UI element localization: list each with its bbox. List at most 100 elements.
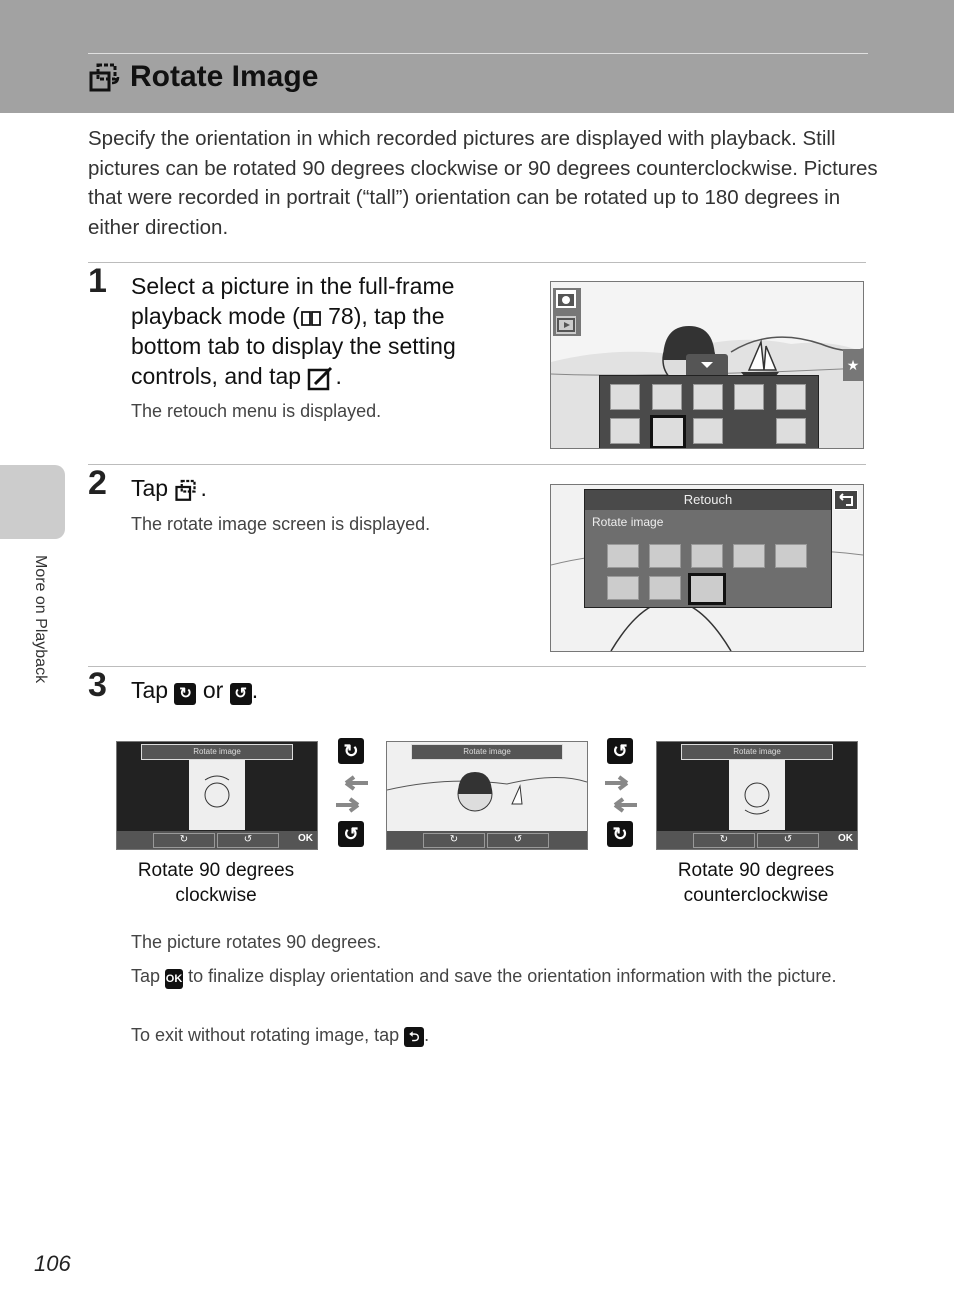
step-number: 2	[88, 464, 107, 502]
step1-line4a: controls, and tap	[131, 363, 302, 389]
screen-title: Rotate image	[681, 744, 833, 760]
slide-show-icon[interactable]	[693, 384, 723, 410]
rotate-counterclockwise-icon: ↺	[607, 738, 633, 764]
perspective-control-icon[interactable]	[733, 544, 765, 568]
protect-key-icon[interactable]	[734, 384, 764, 410]
divider	[88, 464, 866, 465]
rotate-clockwise-button[interactable]: ↻	[423, 833, 485, 848]
voice-memo-icon[interactable]	[693, 418, 723, 444]
ok-button[interactable]: OK	[838, 833, 853, 844]
glamour-retouch-icon[interactable]	[607, 576, 639, 600]
header-rule	[88, 53, 868, 54]
chapter-label: More on Playback	[32, 555, 49, 684]
note3-start: To exit without rotating image, tap	[131, 1025, 400, 1045]
setup-wrench-icon[interactable]	[776, 418, 806, 444]
rotated-photo	[729, 760, 785, 830]
rotate-counterclockwise-button[interactable]: ↺	[217, 833, 279, 848]
back-return-icon[interactable]	[834, 490, 858, 510]
caption-clockwise: Rotate 90 degrees clockwise	[116, 858, 316, 908]
rotate-counterclockwise-button[interactable]: ↺	[487, 833, 549, 848]
transition-arrows-icon	[336, 775, 368, 813]
rotate-clockwise-button[interactable]: ↻	[693, 833, 755, 848]
note3-end: .	[424, 1025, 430, 1045]
step1-line2: playback mode ( 78), tap the	[131, 301, 531, 331]
camera-mode-icon[interactable]	[556, 290, 576, 308]
rotate-clockwise-icon: ↻	[607, 821, 633, 847]
intro-paragraph: Specify the orientation in which recorde…	[88, 127, 878, 239]
screen-title: Rotate image	[141, 744, 293, 760]
caption-line: Rotate 90 degrees	[677, 860, 835, 881]
screen-rotated-clockwise: Rotate image ↻ ↺ OK	[116, 741, 318, 850]
caption-line: Rotate 90 degrees	[137, 860, 295, 881]
step1-note: The retouch menu is displayed.	[131, 401, 382, 421]
ok-button[interactable]: OK	[298, 833, 313, 844]
favorite-tab-icon[interactable]: ★	[843, 349, 863, 381]
rotate-image-button-selected[interactable]	[688, 573, 726, 605]
step2-tap: Tap	[131, 475, 169, 501]
note2-start: Tap	[131, 966, 161, 986]
step1-line1: Select a picture in the full-frame	[131, 273, 455, 299]
rotate-clockwise-icon: ↻	[174, 683, 197, 705]
caption-line: clockwise	[175, 885, 257, 906]
control-bar: ↻ ↺ OK	[117, 831, 317, 849]
chapter-tab	[0, 465, 65, 539]
step2-note: The rotate image screen is displayed.	[131, 514, 431, 534]
small-picture-icon[interactable]	[649, 576, 681, 600]
caption-line: counterclockwise	[683, 885, 829, 906]
back-return-icon: ⮌	[404, 1027, 425, 1047]
filter-effects-icon[interactable]	[775, 544, 807, 568]
step-number: 3	[88, 666, 107, 704]
step3-period: .	[251, 677, 259, 703]
menu-title: Retouch	[585, 490, 831, 510]
d-lighting-icon[interactable]	[649, 544, 681, 568]
retouch-menu-panel: Retouch Rotate image	[584, 489, 832, 608]
rotated-photo	[189, 760, 245, 830]
divider	[88, 262, 866, 263]
retouch-button-selected[interactable]	[650, 415, 686, 448]
paint-pencil-icon[interactable]	[610, 418, 640, 444]
rotate-clockwise-icon: ↻	[338, 738, 364, 764]
step1-line2a: playback mode (	[131, 303, 300, 329]
caption-counterclockwise: Rotate 90 degrees counterclockwise	[646, 858, 866, 908]
screen-title: Rotate image	[411, 744, 563, 760]
step2-instruction: Tap .	[131, 473, 207, 503]
step1-line2b: 78), tap the	[321, 303, 445, 329]
retouch-icon	[307, 365, 335, 391]
print-order-icon[interactable]	[776, 384, 806, 410]
control-bar: ↻ ↺ OK	[657, 831, 857, 849]
rotate-clockwise-button[interactable]: ↻	[153, 833, 215, 848]
step1-instruction: Select a picture in the full-frame playb…	[131, 271, 531, 391]
step1-line4-end: .	[335, 363, 342, 389]
rotate-counterclockwise-button[interactable]: ↺	[757, 833, 819, 848]
delete-trash-icon[interactable]	[652, 384, 682, 410]
bottom-tab-handle[interactable]	[686, 354, 728, 376]
step-number: 1	[88, 262, 107, 300]
step3-note1: The picture rotates 90 degrees.	[131, 932, 382, 952]
quick-retouch-icon[interactable]	[607, 544, 639, 568]
title-text: Rotate Image	[130, 60, 319, 93]
transition-arrows-icon	[605, 775, 637, 813]
divider	[88, 666, 866, 667]
step1-line4: controls, and tap .	[131, 361, 531, 391]
menu-subtitle: Rotate image	[592, 515, 664, 529]
rotate-counterclockwise-icon: ↺	[338, 821, 364, 847]
page-number: 106	[34, 1251, 71, 1276]
page-title: Rotate Image	[88, 60, 318, 94]
playback-mode-icon[interactable]	[556, 316, 576, 334]
red-eye-correction-icon[interactable]	[691, 544, 723, 568]
step3-note2: Tap OK to finalize display orientation a…	[131, 964, 851, 989]
screen-original-orientation: Rotate image ↻ ↺	[386, 741, 588, 850]
favorites-folder-icon[interactable]	[610, 384, 640, 410]
step1-line3: bottom tab to display the setting	[131, 333, 456, 359]
step3-or: or	[202, 677, 224, 703]
note2-end: to finalize display orientation and save…	[188, 966, 837, 986]
ok-icon: OK	[165, 969, 184, 989]
rotate-image-icon	[174, 478, 200, 502]
header-band	[0, 0, 954, 113]
step3-instruction: Tap ↻ or ↺.	[131, 675, 258, 705]
screen-rotated-counterclockwise: Rotate image ↻ ↺ OK	[656, 741, 858, 850]
book-ref-icon	[300, 309, 322, 327]
step3-tap: Tap	[131, 677, 169, 703]
setting-controls-panel	[599, 375, 819, 448]
control-bar: ↻ ↺	[387, 831, 587, 849]
